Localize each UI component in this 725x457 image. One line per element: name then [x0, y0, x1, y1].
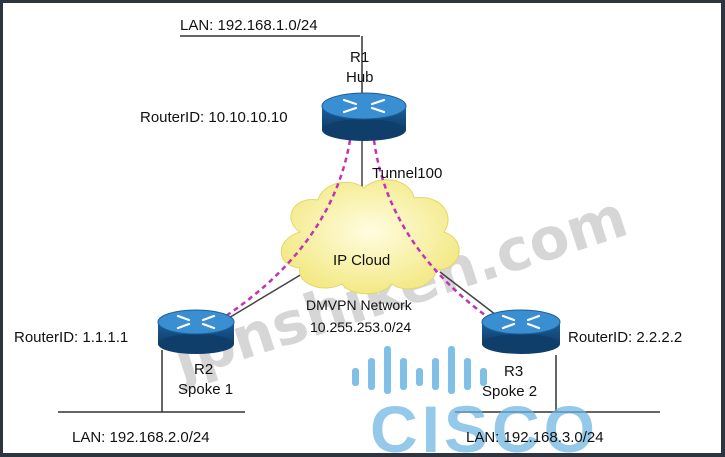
spoke1-role-label: Spoke 1 [178, 381, 233, 398]
spoke2-router-icon [481, 309, 561, 354]
spoke2-lan-label: LAN: 192.168.3.0/24 [466, 429, 604, 446]
hub-role-label: Hub [346, 69, 374, 86]
hub-lan-label: LAN: 192.168.1.0/24 [180, 17, 318, 34]
spoke1-name-label: R2 [194, 361, 213, 378]
cisco-logo: CISCO [352, 346, 599, 457]
spoke1-lan-label: LAN: 192.168.2.0/24 [72, 429, 210, 446]
dmvpn-subnet-label: 10.255.253.0/24 [310, 319, 411, 335]
spoke2-role-label: Spoke 2 [482, 383, 537, 400]
hub-router-id-label: RouterID: 10.10.10.10 [140, 109, 288, 126]
spoke2-router-id-label: RouterID: 2.2.2.2 [568, 329, 682, 346]
spoke1-cloud-link [221, 267, 313, 323]
cisco-logo-wordmark: CISCO [370, 392, 599, 457]
dmvpn-network-label: DMVPN Network [306, 297, 413, 313]
ip-cloud: IP Cloud [280, 179, 460, 295]
tunnel-label: Tunnel100 [372, 165, 442, 182]
tunnel-hub-spoke1 [189, 139, 352, 340]
hub-name-label: R1 [350, 49, 369, 66]
spoke1-router-id-label: RouterID: 1.1.1.1 [14, 329, 128, 346]
spoke2-name-label: R3 [504, 363, 523, 380]
spoke1-router-icon [157, 309, 235, 354]
ip-cloud-label: IP Cloud [333, 252, 390, 269]
spoke2-cloud-link [439, 271, 501, 319]
hub-router-icon [321, 92, 407, 141]
